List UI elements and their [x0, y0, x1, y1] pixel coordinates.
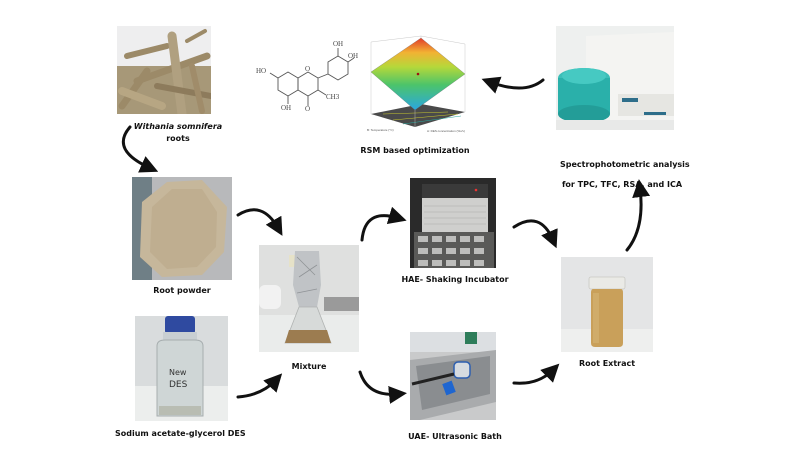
roots-label-part: roots: [166, 134, 190, 143]
oh-group-2: OH: [348, 52, 359, 60]
flavonoid-structure: HO OH OH OH O O CH3: [248, 40, 358, 120]
arrow-mixture-to-hae: [360, 206, 407, 242]
arrow-mixture-to-uae: [358, 370, 407, 404]
roots-label-species: Withania somnifera: [133, 122, 223, 131]
des-label: Sodium acetate-glycerol DES: [115, 429, 246, 438]
keto-oxygen: O: [305, 105, 311, 113]
arrow-extract-to-spectro: [625, 179, 651, 252]
root-powder-photo: [132, 177, 232, 280]
spectro-label-line1: Spectrophotometric analysis: [560, 160, 690, 169]
arrow-uae-to-extract: [512, 363, 560, 385]
arrow-des-to-mixture: [236, 373, 283, 399]
ultrasonic-bath-photo: [410, 332, 496, 420]
flask-photo: [259, 245, 359, 352]
shaking-incubator-photo: [410, 178, 496, 268]
methyl-group: CH3: [326, 93, 340, 101]
spectrophotometer-photo: [556, 26, 674, 130]
arrow-powder-to-mixture: [236, 208, 283, 236]
rsm-axis-a: A: DES concentration (%v/v): [427, 129, 466, 133]
rsm-axis-b: B: Temperature (°C): [367, 128, 394, 132]
ring-oxygen: O: [305, 65, 311, 73]
bottle-text-new: New: [169, 368, 187, 377]
arrow-hae-to-extract: [512, 219, 558, 249]
response-surface-plot: B: Temperature (°C) A: DES concentration…: [363, 32, 473, 142]
uae-label: UAE- Ultrasonic Bath: [408, 432, 502, 441]
root-powder-label: Root powder: [153, 286, 211, 295]
ho-group: HO: [256, 67, 267, 75]
des-bottle-photo: New DES: [135, 316, 228, 421]
hae-label: HAE- Shaking Incubator: [401, 275, 509, 284]
bottle-text-des: DES: [169, 380, 188, 390]
spectro-label-line2: for TPC, TFC, RSA, and ICA: [561, 180, 683, 189]
rsm-label: RSM based optimization: [360, 146, 470, 155]
root-extract-label: Root Extract: [578, 359, 636, 368]
mixture-label: Mixture: [291, 362, 327, 371]
oh-group-3: OH: [281, 104, 292, 112]
roots-photo: [117, 26, 211, 114]
roots-label: Withania somnifera roots: [128, 121, 228, 145]
arrow-spectro-to-rsm: [481, 76, 545, 94]
oh-group-1: OH: [333, 40, 344, 48]
spectro-label: Spectrophotometric analysis for TPC, TFC…: [560, 155, 690, 195]
root-extract-vial-photo: [561, 257, 653, 352]
